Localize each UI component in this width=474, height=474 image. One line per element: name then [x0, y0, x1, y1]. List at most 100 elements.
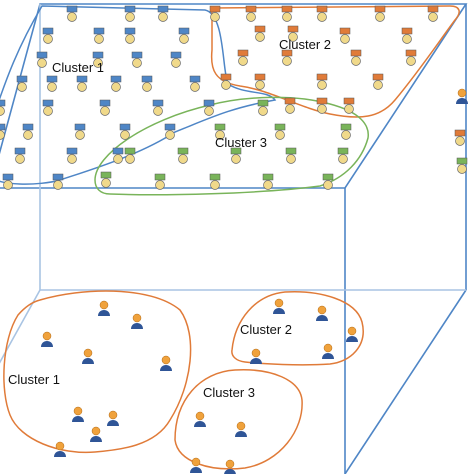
sensor-node-icon	[110, 75, 122, 92]
sensor-node-icon	[154, 173, 166, 190]
sensor-node-icon	[119, 123, 131, 140]
user-head	[161, 355, 171, 365]
node-cap	[274, 123, 286, 131]
top-cluster-2-outline	[210, 5, 460, 118]
node-cap	[350, 49, 362, 57]
node-cap	[284, 97, 296, 105]
node-cap	[316, 5, 328, 13]
node-body	[47, 82, 57, 92]
user-head	[251, 348, 261, 358]
node-cap	[401, 27, 413, 35]
user-head	[225, 459, 235, 469]
user-head	[317, 305, 327, 315]
node-cap	[164, 123, 176, 131]
node-body	[238, 56, 248, 66]
node-cap	[92, 51, 104, 59]
sensor-node-icon	[42, 27, 54, 44]
top-cluster-3-outline	[94, 96, 369, 196]
node-body	[67, 12, 77, 22]
user-icon	[316, 305, 328, 321]
node-cap	[340, 123, 352, 131]
sensor-node-icon	[343, 97, 355, 114]
sensor-node-icon	[427, 5, 439, 22]
user-head	[132, 313, 142, 323]
node-body	[100, 106, 110, 116]
node-body	[255, 80, 265, 90]
node-body	[155, 180, 165, 190]
node-body	[204, 106, 214, 116]
node-cap	[46, 75, 58, 83]
node-body	[255, 32, 265, 42]
node-cap	[287, 25, 299, 33]
node-cap	[281, 49, 293, 57]
sensor-node-icon	[274, 123, 286, 140]
user-head	[323, 343, 333, 353]
sensor-node-icon	[209, 5, 221, 22]
node-body	[43, 34, 53, 44]
node-cap	[110, 75, 122, 83]
node-body	[94, 34, 104, 44]
sensor-node-icon	[340, 123, 352, 140]
node-cap	[0, 123, 6, 131]
node-body	[132, 58, 142, 68]
node-cap	[343, 97, 355, 105]
node-body	[43, 106, 53, 116]
node-body	[113, 154, 123, 164]
top-cluster-1-label: Cluster 1	[52, 60, 104, 75]
user-icon	[98, 300, 110, 316]
node-cap	[454, 129, 466, 137]
node-body	[428, 12, 438, 22]
node-cap	[66, 5, 78, 13]
node-body	[210, 180, 220, 190]
sensor-node-icon	[42, 99, 54, 116]
user-body	[250, 358, 262, 364]
user-head	[91, 426, 101, 436]
node-cap	[100, 171, 112, 179]
sensor-node-icon	[456, 157, 468, 174]
node-body	[158, 12, 168, 22]
node-cap	[322, 173, 334, 181]
sensor-node-icon	[100, 171, 112, 188]
node-body	[344, 104, 354, 114]
node-body	[340, 34, 350, 44]
node-cap	[42, 27, 54, 35]
node-body	[231, 154, 241, 164]
user-icon	[82, 348, 94, 364]
sensor-node-icon	[254, 25, 266, 42]
sensor-node-icon	[164, 123, 176, 140]
node-body	[282, 56, 292, 66]
node-body	[190, 82, 200, 92]
node-cap	[339, 27, 351, 35]
sensor-node-icon	[2, 173, 14, 190]
node-body	[125, 34, 135, 44]
node-body	[53, 180, 63, 190]
user-body	[316, 315, 328, 321]
sensor-node-icon	[254, 73, 266, 90]
node-cap	[93, 27, 105, 35]
sensor-node-icon	[74, 123, 86, 140]
sensor-node-icon	[46, 75, 58, 92]
node-cap	[119, 123, 131, 131]
node-body	[285, 104, 295, 114]
sensor-node-icon	[372, 73, 384, 90]
node-body	[338, 154, 348, 164]
node-body	[111, 82, 121, 92]
sensor-node-icon	[112, 147, 124, 164]
node-cap	[203, 99, 215, 107]
node-body	[317, 104, 327, 114]
node-body	[375, 12, 385, 22]
node-body	[288, 32, 298, 42]
bottom-cluster-2-outline	[231, 291, 364, 366]
node-body	[153, 106, 163, 116]
user-body	[190, 467, 202, 473]
node-cap	[230, 147, 242, 155]
user-icon	[322, 343, 334, 359]
user-icon	[250, 348, 262, 364]
user-body	[131, 323, 143, 329]
sensor-node-icon	[230, 147, 242, 164]
node-body	[258, 106, 268, 116]
node-body	[171, 58, 181, 68]
user-body	[72, 416, 84, 422]
node-body	[402, 34, 412, 44]
node-body	[178, 154, 188, 164]
